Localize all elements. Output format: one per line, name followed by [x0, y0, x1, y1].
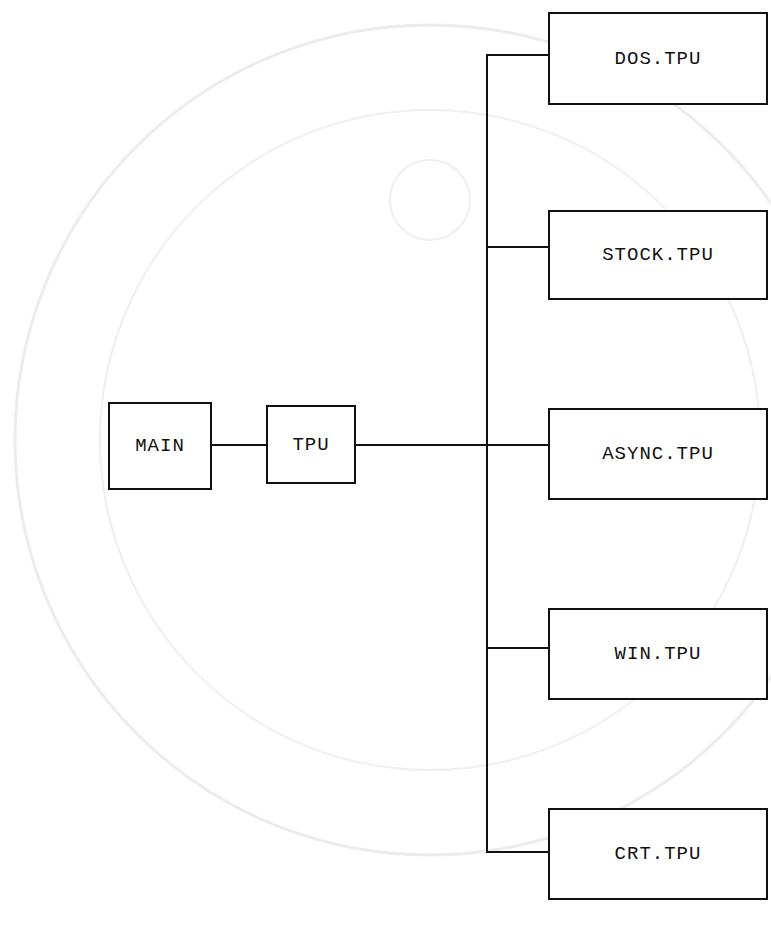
connector-line — [356, 445, 548, 852]
unit-box: CRT.TPU — [548, 808, 768, 900]
box-label: STOCK.TPU — [602, 244, 714, 266]
connector-line — [356, 445, 548, 648]
connector-line — [356, 55, 548, 445]
connector-line — [356, 247, 548, 445]
box-label: MAIN — [135, 435, 185, 457]
box-label: WIN.TPU — [615, 643, 702, 665]
box-label: TPU — [292, 434, 329, 456]
seal-ring — [15, 25, 771, 855]
unit-box: WIN.TPU — [548, 608, 768, 700]
box-label: ASYNC.TPU — [602, 443, 714, 465]
unit-box: ASYNC.TPU — [548, 408, 768, 500]
box-label: CRT.TPU — [615, 843, 702, 865]
box-label: DOS.TPU — [615, 48, 702, 70]
unit-box: DOS.TPU — [548, 12, 768, 105]
unit-box: STOCK.TPU — [548, 210, 768, 300]
connector-line — [212, 444, 266, 446]
tpu-box: TPU — [266, 405, 356, 484]
seal-emblem — [390, 160, 470, 240]
main-box: MAIN — [108, 402, 212, 490]
